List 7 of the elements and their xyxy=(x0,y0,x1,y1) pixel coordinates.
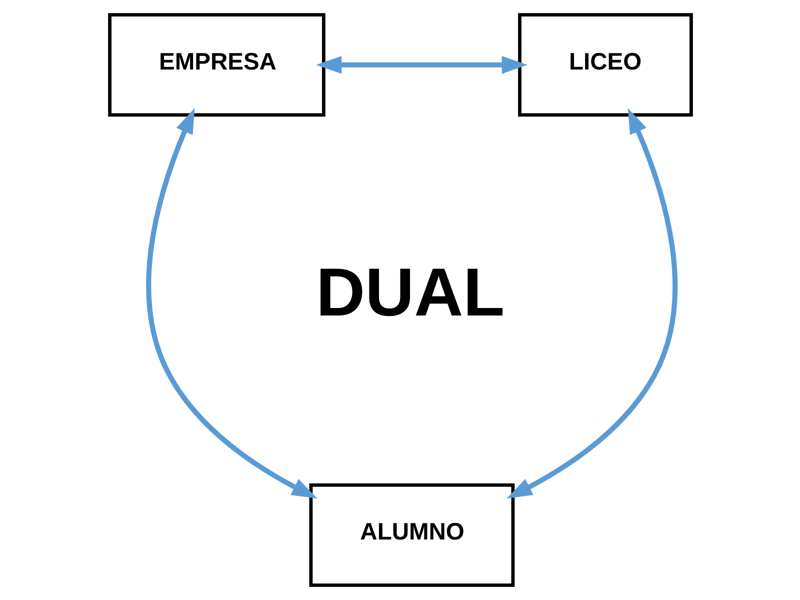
arrow xyxy=(146,108,317,499)
label: DUAL xyxy=(316,255,504,330)
arrow xyxy=(506,108,678,499)
node-box: EMPRESA xyxy=(108,13,325,117)
node-box: ALUMNO xyxy=(308,483,514,587)
arrow xyxy=(316,56,527,74)
node-box: LICEO xyxy=(518,13,692,117)
